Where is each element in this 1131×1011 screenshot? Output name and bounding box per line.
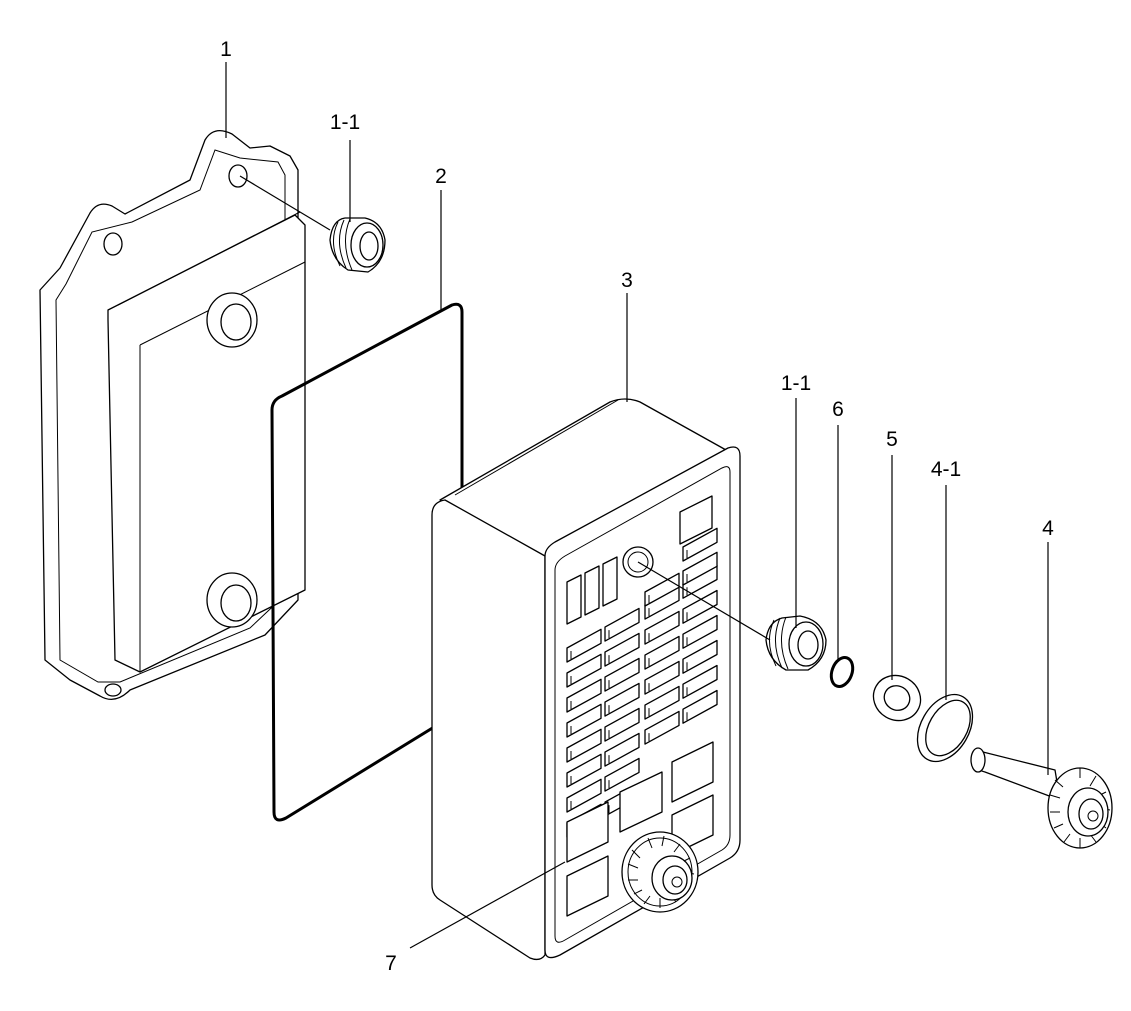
callout-6: 6: [832, 398, 844, 421]
fuse-slot: [566, 628, 602, 663]
part-6-o-ring: [829, 655, 855, 689]
callout-1-1-upper: 1-1: [330, 111, 360, 134]
fuse-slot: [604, 682, 640, 717]
fuse-slot: [644, 685, 680, 720]
part-5-washer: [872, 674, 922, 722]
fuse-slot: [604, 632, 640, 667]
fuse-slot: [682, 614, 718, 649]
callout-1: 1: [220, 38, 232, 61]
fuse-slot: [604, 657, 640, 692]
fuse-slot: [682, 527, 718, 562]
part-4-shaft-knob: [970, 747, 1113, 849]
callout-7: 7: [385, 952, 397, 975]
fuse-slot: [566, 728, 602, 763]
fuse-slot: [566, 778, 602, 813]
fuse-slot: [644, 710, 680, 745]
fuse-slot: [644, 635, 680, 670]
fuse-slot: [682, 551, 718, 586]
fuse-slot: [644, 610, 680, 645]
callout-5: 5: [886, 428, 898, 451]
fuse-slot: [604, 757, 640, 792]
callout-4: 4: [1042, 517, 1054, 540]
fuse-slot: [566, 753, 602, 788]
fuse-slot: [566, 653, 602, 688]
callout-1-1-right: 1-1: [781, 372, 811, 395]
part-4-1-ring: [916, 693, 974, 763]
part-1-1-upper-grommet: [329, 217, 386, 273]
fuse-slot: [604, 707, 640, 742]
fuse-slot: [682, 589, 718, 624]
fuse-slot: [682, 689, 718, 724]
part-1-rear-cover: [39, 129, 306, 701]
fuse-slot: [566, 703, 602, 738]
callout-2: 2: [435, 165, 447, 188]
callout-3: 3: [621, 269, 633, 292]
fuse-slot: [682, 664, 718, 699]
fuse-slot: [644, 660, 680, 695]
fuse-slot: [566, 678, 602, 713]
callout-labels: 1 1-1 2 3 1-1 6 5 4-1 4 7: [220, 38, 1054, 975]
part-7-knob: [621, 831, 699, 913]
callout-4-1: 4-1: [931, 458, 961, 481]
part-1-1-right-grommet: [765, 615, 827, 671]
fuse-slot: [682, 639, 718, 674]
fuse-slot: [604, 607, 640, 642]
fuse-slot: [604, 732, 640, 767]
leader-lines: [225, 62, 1049, 949]
